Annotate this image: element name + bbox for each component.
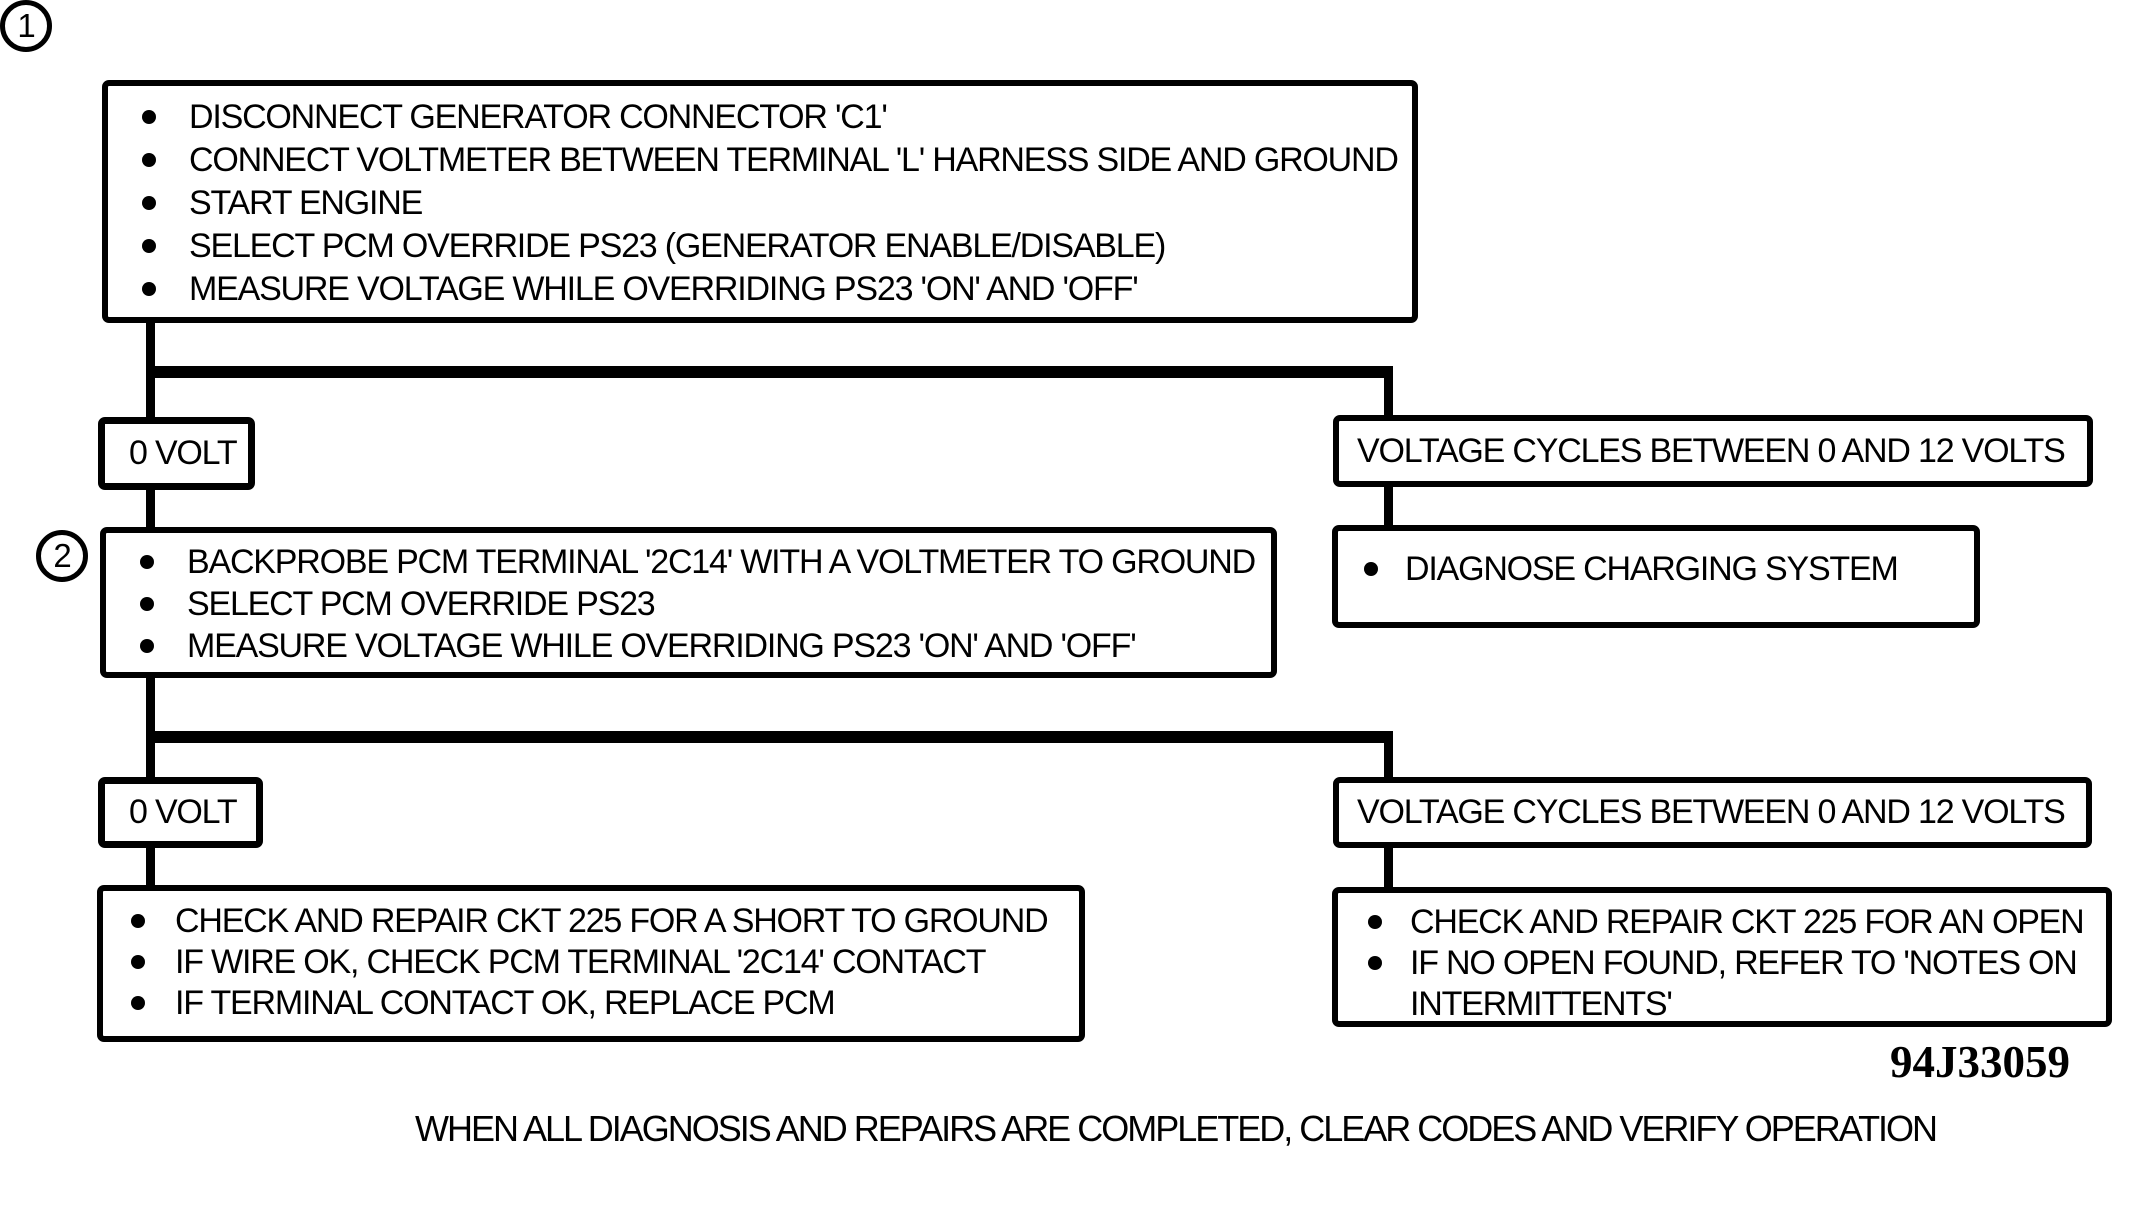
bullet-icon bbox=[142, 196, 156, 210]
connector-volt1-step2-line bbox=[146, 487, 155, 530]
bullet-item: CHECK AND REPAIR CKT 225 FOR AN OPEN bbox=[1368, 902, 2092, 943]
connector-step2-down-line bbox=[146, 675, 155, 780]
bullet-text: IF NO OPEN FOUND, REFER TO 'NOTES ON INT… bbox=[1410, 944, 2078, 1023]
bullet-item: IF NO OPEN FOUND, REFER TO 'NOTES ON INT… bbox=[1368, 943, 2092, 1025]
bullet-item: DISCONNECT GENERATOR CONNECTOR 'C1' bbox=[142, 96, 1412, 139]
bullet-item: MEASURE VOLTAGE WHILE OVERRIDING PS23 'O… bbox=[140, 625, 1271, 667]
bullet-icon bbox=[140, 639, 154, 653]
bullet-icon bbox=[131, 955, 145, 969]
step1-box: DISCONNECT GENERATOR CONNECTOR 'C1' CONNE… bbox=[102, 80, 1418, 323]
connector-branch1-bar-line bbox=[146, 366, 1393, 378]
bullet-item: IF WIRE OK, CHECK PCM TERMINAL '2C14' CO… bbox=[131, 942, 1079, 983]
bullet-icon bbox=[131, 996, 145, 1010]
bullet-text: START ENGINE bbox=[189, 184, 423, 222]
bullet-icon bbox=[142, 110, 156, 124]
connector-volt2-repair-line bbox=[146, 845, 155, 888]
repair-left-bullet-list: CHECK AND REPAIR CKT 225 FOR A SHORT TO … bbox=[131, 901, 1079, 1024]
connector-branch2-right-line bbox=[1384, 737, 1393, 780]
branch2-zero-volt-label: 0 VOLT bbox=[129, 793, 238, 831]
repair-short-to-ground-box: CHECK AND REPAIR CKT 225 FOR A SHORT TO … bbox=[97, 885, 1085, 1042]
step1-number: 1 bbox=[17, 7, 35, 44]
bullet-icon bbox=[142, 239, 156, 253]
branch1-zero-volt-box: 0 VOLT bbox=[98, 417, 255, 490]
branch1-voltage-cycles-box: VOLTAGE CYCLES BETWEEN 0 AND 12 VOLTS bbox=[1333, 415, 2093, 487]
branch2-zero-volt-box: 0 VOLT bbox=[98, 777, 263, 848]
step1-bullet-list: DISCONNECT GENERATOR CONNECTOR 'C1' CONNE… bbox=[142, 96, 1412, 311]
step2-number-badge: 2 bbox=[36, 530, 88, 582]
connector-cycles1-diagnose-line bbox=[1384, 484, 1393, 528]
bullet-item: CHECK AND REPAIR CKT 225 FOR A SHORT TO … bbox=[131, 901, 1079, 942]
footer-note: WHEN ALL DIAGNOSIS AND REPAIRS ARE COMPL… bbox=[415, 1108, 1938, 1149]
bullet-text: SELECT PCM OVERRIDE PS23 (GENERATOR ENAB… bbox=[189, 227, 1166, 265]
branch1-voltage-cycles-label: VOLTAGE CYCLES BETWEEN 0 AND 12 VOLTS bbox=[1357, 431, 2066, 470]
bullet-icon bbox=[1364, 562, 1378, 576]
bullet-icon bbox=[140, 597, 154, 611]
bullet-icon bbox=[1368, 915, 1382, 929]
connector-cycles2-repair-line bbox=[1384, 845, 1393, 890]
bullet-text: MEASURE VOLTAGE WHILE OVERRIDING PS23 'O… bbox=[189, 270, 1139, 308]
bullet-text: IF WIRE OK, CHECK PCM TERMINAL '2C14' CO… bbox=[175, 943, 987, 981]
bullet-text: DISCONNECT GENERATOR CONNECTOR 'C1' bbox=[189, 98, 888, 136]
bullet-text: DIAGNOSE CHARGING SYSTEM bbox=[1405, 550, 1899, 588]
branch1-zero-volt-label: 0 VOLT bbox=[129, 434, 238, 472]
bullet-text: SELECT PCM OVERRIDE PS23 bbox=[187, 585, 656, 623]
bullet-text: BACKPROBE PCM TERMINAL '2C14' WITH A VOL… bbox=[187, 543, 1256, 581]
step2-box: BACKPROBE PCM TERMINAL '2C14' WITH A VOL… bbox=[100, 527, 1277, 678]
step2-number: 2 bbox=[53, 537, 71, 574]
bullet-item: DIAGNOSE CHARGING SYSTEM bbox=[1364, 549, 1974, 589]
bullet-item: IF TERMINAL CONTACT OK, REPLACE PCM bbox=[131, 983, 1079, 1024]
figure-id: 94J33059 bbox=[1890, 1037, 2070, 1087]
bullet-item: BACKPROBE PCM TERMINAL '2C14' WITH A VOL… bbox=[140, 541, 1271, 583]
bullet-text: CHECK AND REPAIR CKT 225 FOR A SHORT TO … bbox=[175, 902, 1049, 940]
bullet-item: SELECT PCM OVERRIDE PS23 (GENERATOR ENAB… bbox=[142, 225, 1412, 268]
bullet-icon bbox=[142, 282, 156, 296]
branch2-voltage-cycles-box: VOLTAGE CYCLES BETWEEN 0 AND 12 VOLTS bbox=[1333, 777, 2092, 848]
connector-branch1-right-line bbox=[1384, 372, 1393, 420]
bullet-icon bbox=[140, 555, 154, 569]
bullet-icon bbox=[1368, 956, 1382, 970]
bullet-text: MEASURE VOLTAGE WHILE OVERRIDING PS23 'O… bbox=[187, 627, 1137, 665]
diagnose-charging-box: DIAGNOSE CHARGING SYSTEM bbox=[1332, 525, 1980, 628]
bullet-text: CHECK AND REPAIR CKT 225 FOR AN OPEN bbox=[1410, 903, 2085, 941]
bullet-text: CONNECT VOLTMETER BETWEEN TERMINAL 'L' H… bbox=[189, 141, 1399, 179]
bullet-icon bbox=[131, 914, 145, 928]
bullet-text: IF TERMINAL CONTACT OK, REPLACE PCM bbox=[175, 984, 836, 1022]
diagnose-bullet-list: DIAGNOSE CHARGING SYSTEM bbox=[1364, 549, 1974, 589]
connector-branch2-bar-line bbox=[146, 731, 1393, 743]
bullet-item: SELECT PCM OVERRIDE PS23 bbox=[140, 583, 1271, 625]
bullet-icon bbox=[142, 153, 156, 167]
step1-number-badge: 1 bbox=[0, 0, 52, 52]
step2-bullet-list: BACKPROBE PCM TERMINAL '2C14' WITH A VOL… bbox=[140, 541, 1271, 667]
bullet-item: MEASURE VOLTAGE WHILE OVERRIDING PS23 'O… bbox=[142, 268, 1412, 311]
bullet-item: CONNECT VOLTMETER BETWEEN TERMINAL 'L' H… bbox=[142, 139, 1412, 182]
branch2-voltage-cycles-label: VOLTAGE CYCLES BETWEEN 0 AND 12 VOLTS bbox=[1357, 793, 2066, 831]
bullet-item: START ENGINE bbox=[142, 182, 1412, 225]
